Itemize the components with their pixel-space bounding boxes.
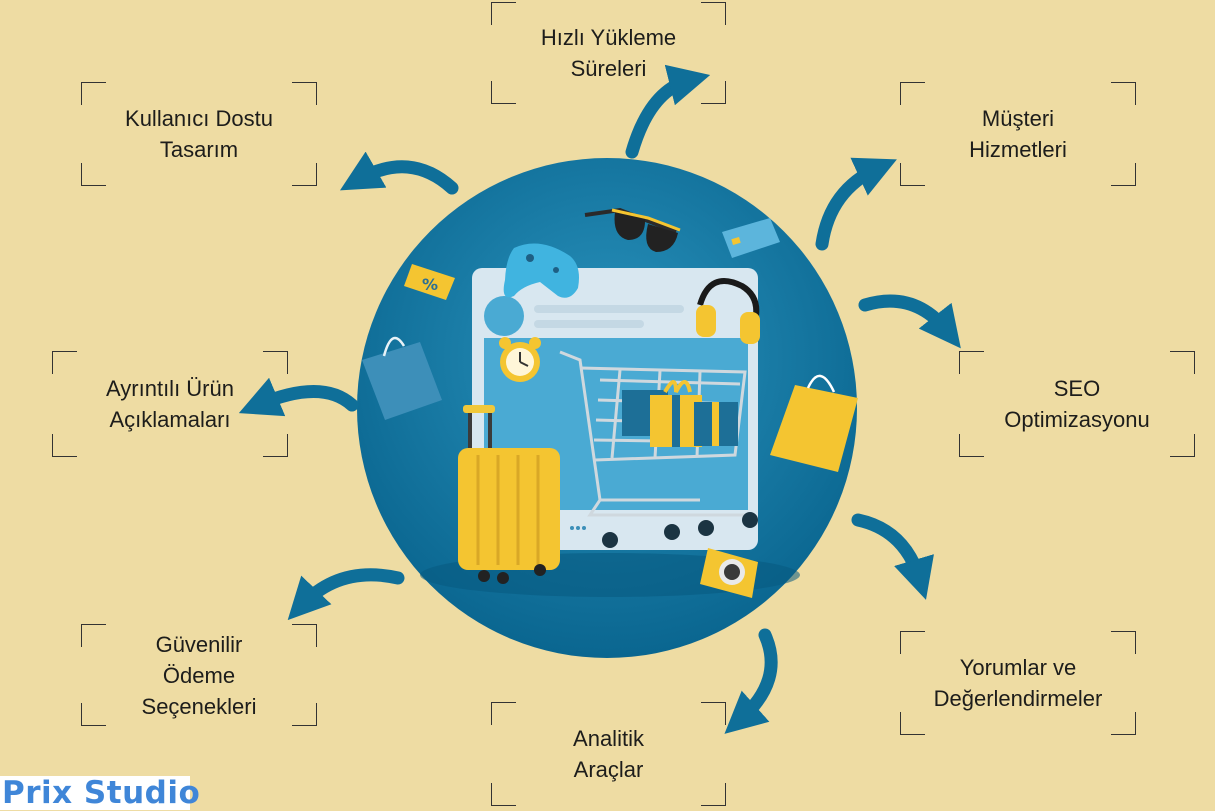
feature-label: SEO Optimizasyonu	[1004, 376, 1150, 432]
arrow-icon	[858, 294, 961, 349]
cart-wheels	[602, 512, 758, 548]
suitcase-icon	[458, 405, 560, 584]
feature-ayrintili-urun: Ayrıntılı Ürün Açıklamaları	[52, 351, 288, 457]
feature-yorumlar: Yorumlar ve Değerlendirmeler	[900, 631, 1136, 735]
feature-label: Güvenilir Ödeme Seçenekleri	[141, 631, 257, 719]
feature-hizli-yukleme: Hızlı Yükleme Süreleri	[491, 2, 726, 104]
arrow-icon	[815, 157, 897, 251]
brand-logo: Prix Studio	[0, 776, 200, 810]
feature-label: Ayrıntılı Ürün Açıklamaları	[106, 376, 234, 432]
arrow-icon	[625, 64, 711, 159]
gift-box-icon	[622, 380, 738, 447]
headphones-icon	[696, 278, 760, 344]
arrow-icon	[851, 513, 934, 600]
shopping-bag-icon	[770, 374, 858, 472]
arrow-icon	[339, 151, 459, 195]
alarm-clock-icon	[499, 337, 541, 382]
feature-guvenilir-odeme: Güvenilir Ödeme Seçenekleri	[81, 624, 317, 726]
feature-label: Kullanıcı Dostu Tasarım	[125, 106, 273, 162]
logo-text: Prix Studio	[2, 775, 201, 811]
camera-icon	[700, 548, 758, 598]
connector-arrows	[238, 64, 961, 734]
feature-musteri-hizmetleri: Müşteri Hizmetleri	[900, 82, 1136, 186]
arrow-icon	[724, 628, 778, 734]
feature-label: Hızlı Yükleme Süreleri	[540, 25, 677, 81]
credit-card-icon	[722, 218, 780, 258]
feature-analitik: Analitik Araçlar	[491, 702, 726, 806]
feature-seo: SEO Optimizasyonu	[959, 351, 1195, 457]
game-controller-icon	[503, 243, 579, 298]
feature-kullanici-dostu: Kullanıcı Dostu Tasarım	[81, 82, 317, 186]
chat-bubble-icon	[564, 518, 592, 538]
feature-label: Yorumlar ve Değerlendirmeler	[933, 655, 1103, 711]
discount-tag-icon: %	[404, 264, 455, 300]
svg-text:%: %	[422, 275, 438, 294]
arrow-icon	[238, 377, 359, 417]
sunglasses-icon	[584, 207, 681, 252]
shopping-bag-icon	[362, 336, 442, 420]
arrow-icon	[287, 568, 405, 621]
feature-label: Müşteri Hizmetleri	[969, 106, 1067, 162]
feature-label: Analitik Araçlar	[573, 726, 644, 782]
